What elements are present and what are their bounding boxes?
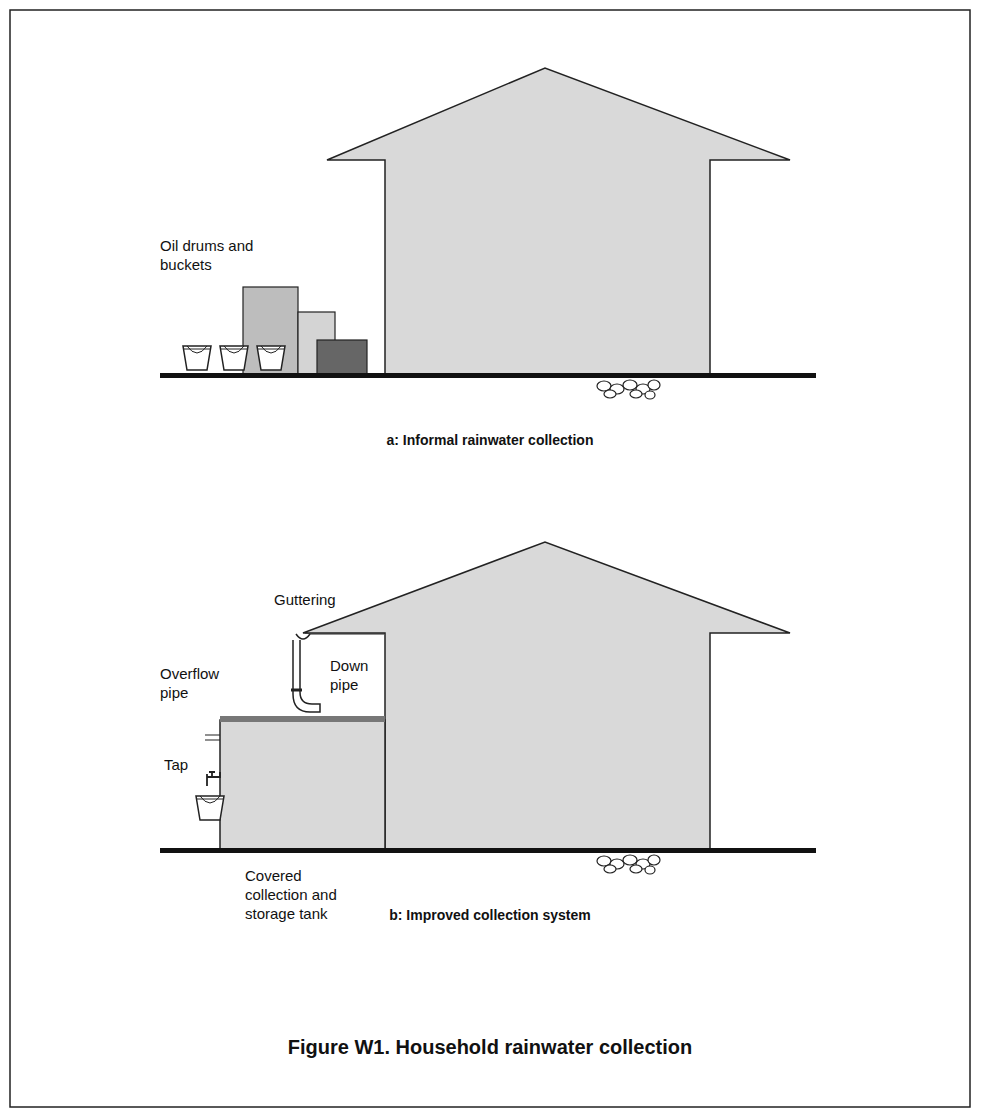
part-label: Down pipe [330, 656, 380, 694]
oil-drum [243, 287, 298, 375]
subfigure-caption: b: Improved collection system [240, 906, 740, 925]
storage-tank [220, 720, 385, 850]
tank-cover [220, 716, 385, 722]
part-label: Tap [164, 755, 204, 774]
figure-caption: Figure W1. Household rainwater collectio… [90, 1038, 890, 1057]
bucket [257, 346, 285, 370]
down-pipe [293, 640, 320, 712]
part-label: Oil drums and buckets [160, 236, 270, 274]
bucket [183, 346, 211, 370]
part-label: Guttering [274, 590, 394, 609]
gutter [296, 634, 310, 639]
ground-line [160, 848, 816, 853]
bucket [220, 346, 248, 370]
oil-drum [317, 340, 367, 375]
foundation-rocks [597, 380, 660, 399]
tap [207, 772, 220, 786]
bucket [196, 796, 224, 820]
house [327, 68, 790, 375]
foundation-rocks [597, 855, 660, 874]
figure-frame [10, 10, 970, 1107]
part-label: Covered collection and storage tank [245, 866, 350, 923]
part-label: Overflow pipe [160, 664, 235, 702]
ground-line [160, 373, 816, 378]
overflow-pipe [205, 735, 220, 740]
subfigure-caption: a: Informal rainwater collection [240, 431, 740, 450]
